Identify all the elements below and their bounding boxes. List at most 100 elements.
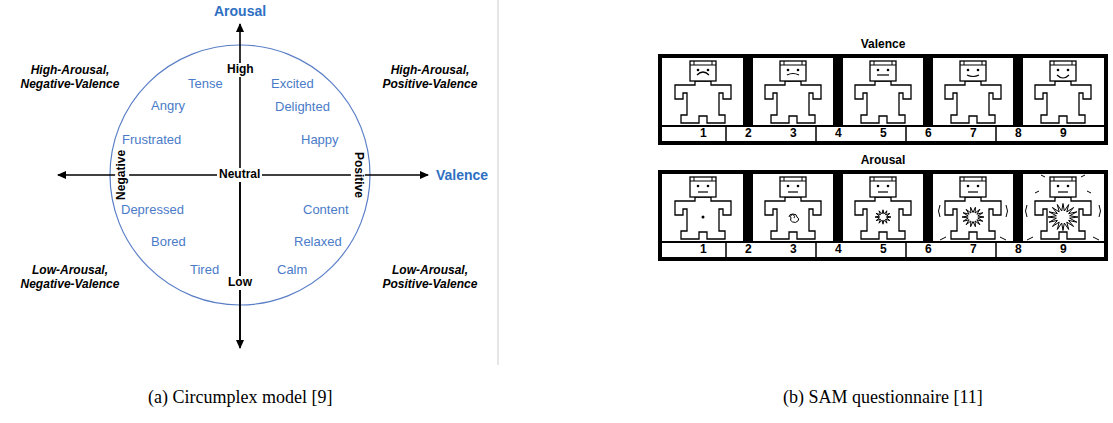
axis-title: Arousal xyxy=(214,3,266,19)
manikin-eye xyxy=(1067,69,1070,72)
emotion-word: Calm xyxy=(277,263,307,278)
cell-separator xyxy=(833,172,843,242)
manikin-head xyxy=(690,177,716,197)
manikin-head xyxy=(1050,177,1076,197)
emotion-word: Bored xyxy=(151,235,186,250)
sam-frame xyxy=(660,56,1106,143)
figure-caption: (a) Circumplex model [9] xyxy=(148,387,332,408)
emotion-word: Excited xyxy=(271,77,314,92)
cell-separator xyxy=(743,56,753,126)
emotion-word: Happy xyxy=(301,133,339,148)
emotion-word: Tense xyxy=(188,77,223,92)
manikin-eye xyxy=(797,69,800,72)
scale-number: 9 xyxy=(1060,243,1067,257)
manikin-eye xyxy=(877,69,880,72)
manikin-hair xyxy=(1050,177,1076,181)
scale-number: 1 xyxy=(700,243,707,257)
scale-title: Valence xyxy=(660,38,1106,52)
cell-separator xyxy=(923,56,933,126)
manikin-mouth xyxy=(1057,75,1069,78)
scale-number: 5 xyxy=(880,127,887,141)
sam-manikin xyxy=(765,177,821,239)
manikin-hair xyxy=(960,61,986,65)
manikin-body xyxy=(765,197,821,239)
cell-separator xyxy=(833,56,843,126)
manikin-body xyxy=(945,81,1001,123)
manikin-mouth xyxy=(1058,191,1068,192)
axis-title: Valence xyxy=(436,167,488,183)
sam-manikin xyxy=(939,177,1008,240)
manikin-body xyxy=(945,197,1001,239)
quadrant-label: High-Arousal, Positive-Valence xyxy=(366,64,494,92)
pole-label: Positive xyxy=(351,150,365,200)
manikin-hair xyxy=(780,177,806,181)
vibration-lines xyxy=(1035,175,1091,193)
arousal-burst xyxy=(962,207,984,226)
scale-number: 4 xyxy=(835,243,842,257)
row-tick xyxy=(995,242,997,259)
manikin-hair xyxy=(870,61,896,65)
arousal-scribble xyxy=(789,214,799,222)
sam-manikin xyxy=(1026,175,1101,240)
manikin-hair xyxy=(870,177,896,181)
valence-axis-negative xyxy=(58,174,240,176)
sam-manikin xyxy=(675,177,731,239)
emotion-word: Content xyxy=(303,203,349,218)
manikin-head xyxy=(960,61,986,81)
manikin-eye xyxy=(967,69,970,72)
scale-number: 9 xyxy=(1060,127,1067,141)
arousal-burst xyxy=(1048,204,1078,231)
sam-manikin xyxy=(765,61,821,123)
sam-manikin xyxy=(855,177,911,239)
manikin-hair xyxy=(960,177,986,181)
row-tick xyxy=(815,242,817,259)
scale-number: 5 xyxy=(880,243,887,257)
sam-manikin xyxy=(945,61,1001,123)
manikin-mouth xyxy=(877,74,889,75)
manikin-eye xyxy=(977,69,980,72)
manikin-body xyxy=(1035,197,1091,239)
arousal-dot xyxy=(702,216,705,219)
manikin-body xyxy=(675,197,731,239)
manikin-hair xyxy=(690,61,716,65)
scale-number: 8 xyxy=(1015,127,1022,141)
scale-title: Arousal xyxy=(660,154,1106,168)
scale-number: 4 xyxy=(835,127,842,141)
manikin-eye xyxy=(697,69,700,72)
manikin-body xyxy=(855,81,911,123)
arousal-burst xyxy=(875,210,891,224)
sam-manikin xyxy=(1035,61,1091,123)
emotion-word: Relaxed xyxy=(294,235,342,250)
manikin-eye xyxy=(887,185,890,188)
manikin-mouth xyxy=(697,72,709,75)
manikin-hair xyxy=(690,177,716,181)
row-tick xyxy=(905,126,907,143)
manikin-head xyxy=(780,61,806,81)
scale-number: 7 xyxy=(970,243,977,257)
pole-label: Low xyxy=(226,276,254,290)
vibration-lines xyxy=(1026,205,1101,240)
pole-label: Neutral xyxy=(217,168,262,182)
manikin-eye xyxy=(1067,185,1070,188)
row-tick xyxy=(725,126,727,143)
manikin-mouth xyxy=(967,75,979,77)
emotion-word: Angry xyxy=(151,99,185,114)
manikin-eye xyxy=(787,69,790,72)
manikin-head xyxy=(870,61,896,81)
manikin-hair xyxy=(1050,61,1076,65)
arousal-axis-low xyxy=(239,175,241,348)
quadrant-label: High-Arousal, Negative-Valence xyxy=(6,64,134,92)
pole-label: High xyxy=(225,63,256,77)
manikin-head xyxy=(960,177,986,197)
manikin-eye xyxy=(967,185,970,188)
manikin-body xyxy=(855,197,911,239)
row-tick xyxy=(725,242,727,259)
scale-number: 8 xyxy=(1015,243,1022,257)
sam-manikin xyxy=(675,61,731,123)
manikin-mouth xyxy=(698,191,708,192)
scale-number: 6 xyxy=(925,127,932,141)
scale-number: 3 xyxy=(790,127,797,141)
manikin-eye xyxy=(707,69,710,72)
manikin-mouth xyxy=(788,191,798,192)
scale-number: 1 xyxy=(700,127,707,141)
